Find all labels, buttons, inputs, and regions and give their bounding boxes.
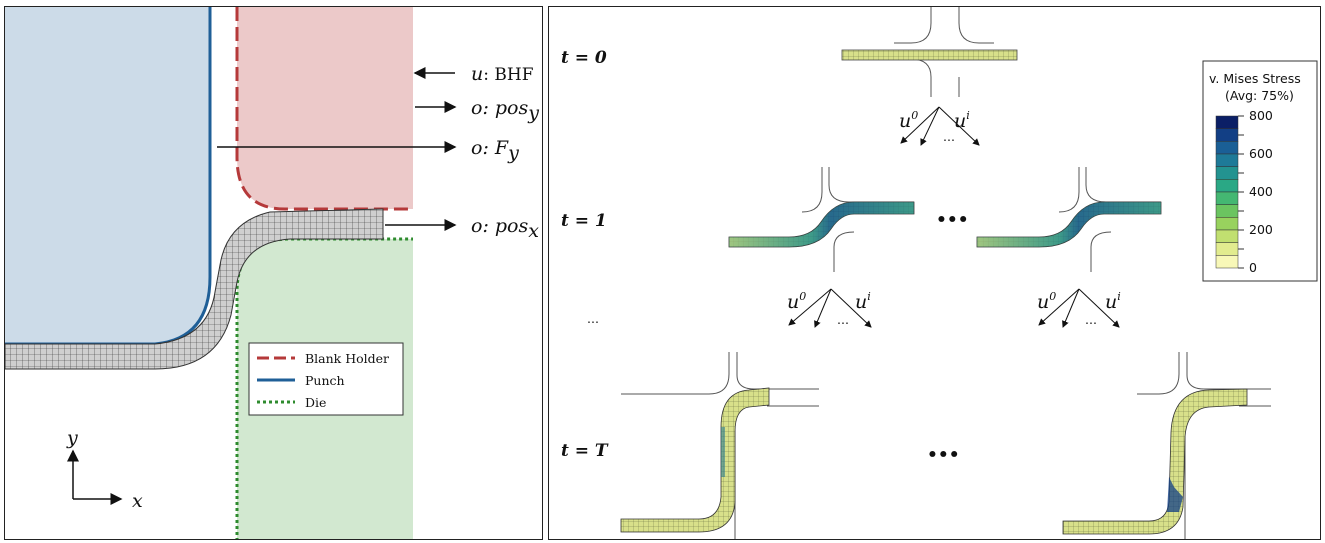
- svg-text:ui: ui: [1105, 290, 1121, 313]
- legend-label-die: Die: [305, 395, 326, 410]
- colorbar-tick-200: 200: [1249, 222, 1273, 237]
- svg-text:...: ...: [943, 129, 955, 144]
- colorbar-tick-600: 600: [1249, 146, 1273, 161]
- deep-drawing-setup-panel: u: BHF o: posy o: Fy o: posx Blank Holde…: [4, 6, 543, 540]
- colorbar-cell: [1215, 128, 1239, 142]
- simulation-tree: t = 0 t = 1 t = T u0 ui ... •••: [561, 7, 1318, 539]
- tT-ellipsis: •••: [927, 445, 960, 465]
- t1-ellipsis: •••: [936, 210, 969, 230]
- legend-label-punch: Punch: [305, 373, 345, 388]
- colorbar-tick-400: 400: [1249, 184, 1273, 199]
- left-ellipsis: ...: [587, 311, 599, 326]
- setup-diagram: u: BHF o: posy o: Fy o: posx Blank Holde…: [5, 7, 539, 539]
- colorbar-cell: [1215, 217, 1239, 231]
- branch-t1-a: u0 ui ...: [787, 288, 872, 328]
- bhf-label: u: BHF: [471, 63, 534, 85]
- simulation-tree-panel: t = 0 t = 1 t = T u0 ui ... •••: [548, 6, 1321, 540]
- svg-text:ui: ui: [954, 109, 970, 132]
- colorbar-cell: [1215, 115, 1239, 129]
- svg-text:u0: u0: [1037, 290, 1056, 313]
- y-axis-label: y: [66, 427, 78, 449]
- stage-label-t0: t = 0: [561, 48, 607, 68]
- sheet-mesh: [5, 208, 384, 370]
- colorbar-cell: [1215, 191, 1239, 205]
- colorbar-subtitle: (Avg: 75%): [1225, 88, 1294, 103]
- x-axis-label: x: [132, 490, 143, 512]
- svg-text:u0: u0: [787, 290, 806, 313]
- svg-text:...: ...: [837, 312, 849, 327]
- state-t1-b: [976, 167, 1162, 272]
- state-t0: [841, 7, 1018, 97]
- colorbar-title: v. Mises Stress: [1209, 71, 1301, 86]
- colorbar-cell: [1215, 229, 1239, 243]
- colorbar-cell: [1215, 255, 1239, 269]
- stress-colorbar: v. Mises Stress (Avg: 75%) 800 600 400 2…: [1202, 60, 1318, 282]
- stage-label-tT: t = T: [561, 441, 609, 461]
- colorbar-cell: [1215, 153, 1239, 167]
- branch-t0: u0 ui ...: [899, 106, 980, 146]
- blank-holder-body: [237, 7, 413, 209]
- colorbar-tick-0: 0: [1249, 260, 1257, 275]
- colorbar-cell: [1215, 179, 1239, 193]
- branch-t1-b: u0 ui ...: [1037, 288, 1121, 328]
- colorbar-cells: [1215, 115, 1244, 269]
- state-tT-a: [620, 352, 819, 539]
- colorbar-cell: [1215, 204, 1239, 218]
- stage-label-t1: t = 1: [561, 211, 607, 231]
- legend-label-blank-holder: Blank Holder: [305, 351, 389, 366]
- blank-holder-outline: [235, 7, 413, 211]
- svg-text:ui: ui: [855, 290, 871, 313]
- colorbar-cell: [1215, 242, 1239, 256]
- colorbar-cell: [1215, 166, 1239, 180]
- fy-label: o: Fy: [471, 137, 519, 164]
- svg-text:u0: u0: [899, 109, 918, 132]
- state-tT-b: [1062, 352, 1271, 539]
- legend: Blank Holder Punch Die: [248, 342, 404, 416]
- coordinate-axes: y x: [66, 427, 143, 512]
- svg-text:...: ...: [1085, 312, 1097, 327]
- colorbar-tick-800: 800: [1249, 108, 1273, 123]
- punch-body: [5, 7, 210, 344]
- state-t1-a: [728, 167, 915, 272]
- posx-label: o: posx: [471, 215, 539, 242]
- posy-label: o: posy: [471, 97, 539, 124]
- colorbar-cell: [1215, 141, 1239, 155]
